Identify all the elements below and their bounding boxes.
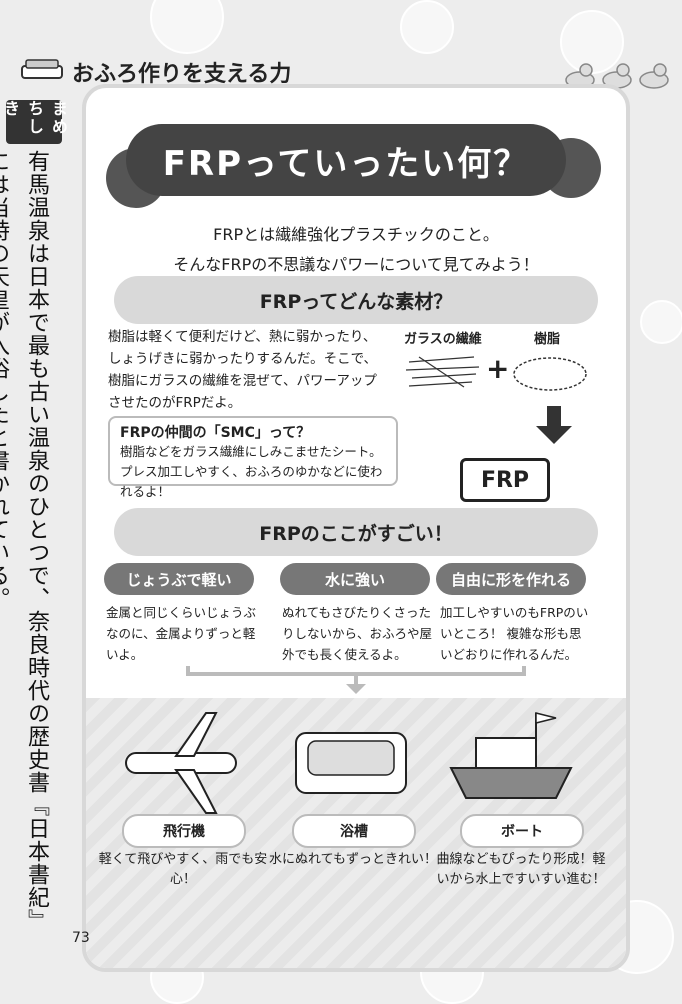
feature-text: 加工しやすいのもFRPのいいところ！ 複雑な形も思いどおりに作れるんだ。 [440, 605, 589, 662]
page-header-title: おふろ作りを支える力 [72, 62, 292, 87]
airplane-icon [125, 712, 237, 814]
use-text: 水にぬれてもずっときれい！ [269, 852, 437, 867]
glass-fiber-icon [405, 356, 480, 388]
bubble-decoration [150, 0, 224, 54]
banner-title: FRPっていったい何？ [126, 124, 566, 196]
section-title-material: FRPってどんな素材？ [114, 276, 598, 324]
bubble-decoration [560, 10, 624, 74]
section-title-features: FRPのここがすごい！ [114, 508, 598, 556]
boat-icon [449, 712, 573, 799]
resin-label: 樹脂 [534, 332, 561, 347]
arrow-down-icon [536, 406, 572, 444]
main-card: FRPっていったい何？ FRPとは繊維強化プラスチックのこと。 そんなFRPの不… [82, 84, 630, 972]
plus-icon: + [486, 352, 510, 385]
page-number: 73 [72, 930, 90, 946]
resin-icon [513, 357, 587, 391]
merge-arrow-icon [186, 666, 526, 694]
use-label: 浴槽 [292, 814, 416, 848]
feature-text: 金属と同じくらいじょうぶなのに、金属よりずっと軽いよ。 [106, 605, 257, 662]
feature-label: 水に強い [280, 563, 430, 595]
intro-line: FRPとは繊維強化プラスチックのこと。 [213, 225, 499, 244]
glass-fiber-label: ガラスの繊維 [404, 332, 482, 347]
feature-text: ぬれてもさびたりくさったりしないから、おふろや屋外でも長く使えるよ。 [282, 605, 433, 662]
intro-text: FRPとは繊維強化プラスチックのこと。 そんなFRPの不思議なパワーについて見て… [86, 220, 626, 280]
use-label: ボート [460, 814, 584, 848]
use-label: 飛行機 [122, 814, 246, 848]
intro-line: そんなFRPの不思議なパワーについて見てみよう！ [173, 255, 539, 274]
material-diagram: ガラスの繊維 樹脂 + [404, 328, 614, 498]
feature-label: じょうぶで軽い [104, 563, 254, 595]
bathtub-icon [21, 59, 63, 79]
sidebar-cap-label: まめちしき [1, 100, 68, 144]
smc-title: FRPの仲間の「SMC」って？ [120, 425, 311, 441]
use-text: 軽くて飛びやすく、雨でも安心！ [98, 852, 268, 887]
sidebar-text: 有馬温泉は日本で最も古い温泉のひとつで、奈良時代の歴史書『日本書紀』には当時の天… [0, 150, 49, 932]
bathtub-icon [295, 732, 407, 794]
bubble-decoration [640, 300, 682, 344]
smc-info-box: FRPの仲間の「SMC」って？ 樹脂などをガラス繊維にしみこませたシート。プレス… [108, 416, 398, 499]
bubble-decoration [400, 0, 454, 54]
material-paragraph: 樹脂は軽くて便利だけど、熱に弱かったり、しょうげきに弱かったりするんだ。そこで、… [108, 329, 378, 411]
feature-label: 自由に形を作れる [436, 563, 586, 595]
smc-text: 樹脂などをガラス繊維にしみこませたシート。プレス加工しやすく、おふろのゆかなどに… [120, 444, 383, 499]
use-text: 曲線などもぴったり形成！軽いから水上ですいすい進む！ [436, 852, 606, 887]
frp-result-box: FRP [460, 458, 550, 502]
